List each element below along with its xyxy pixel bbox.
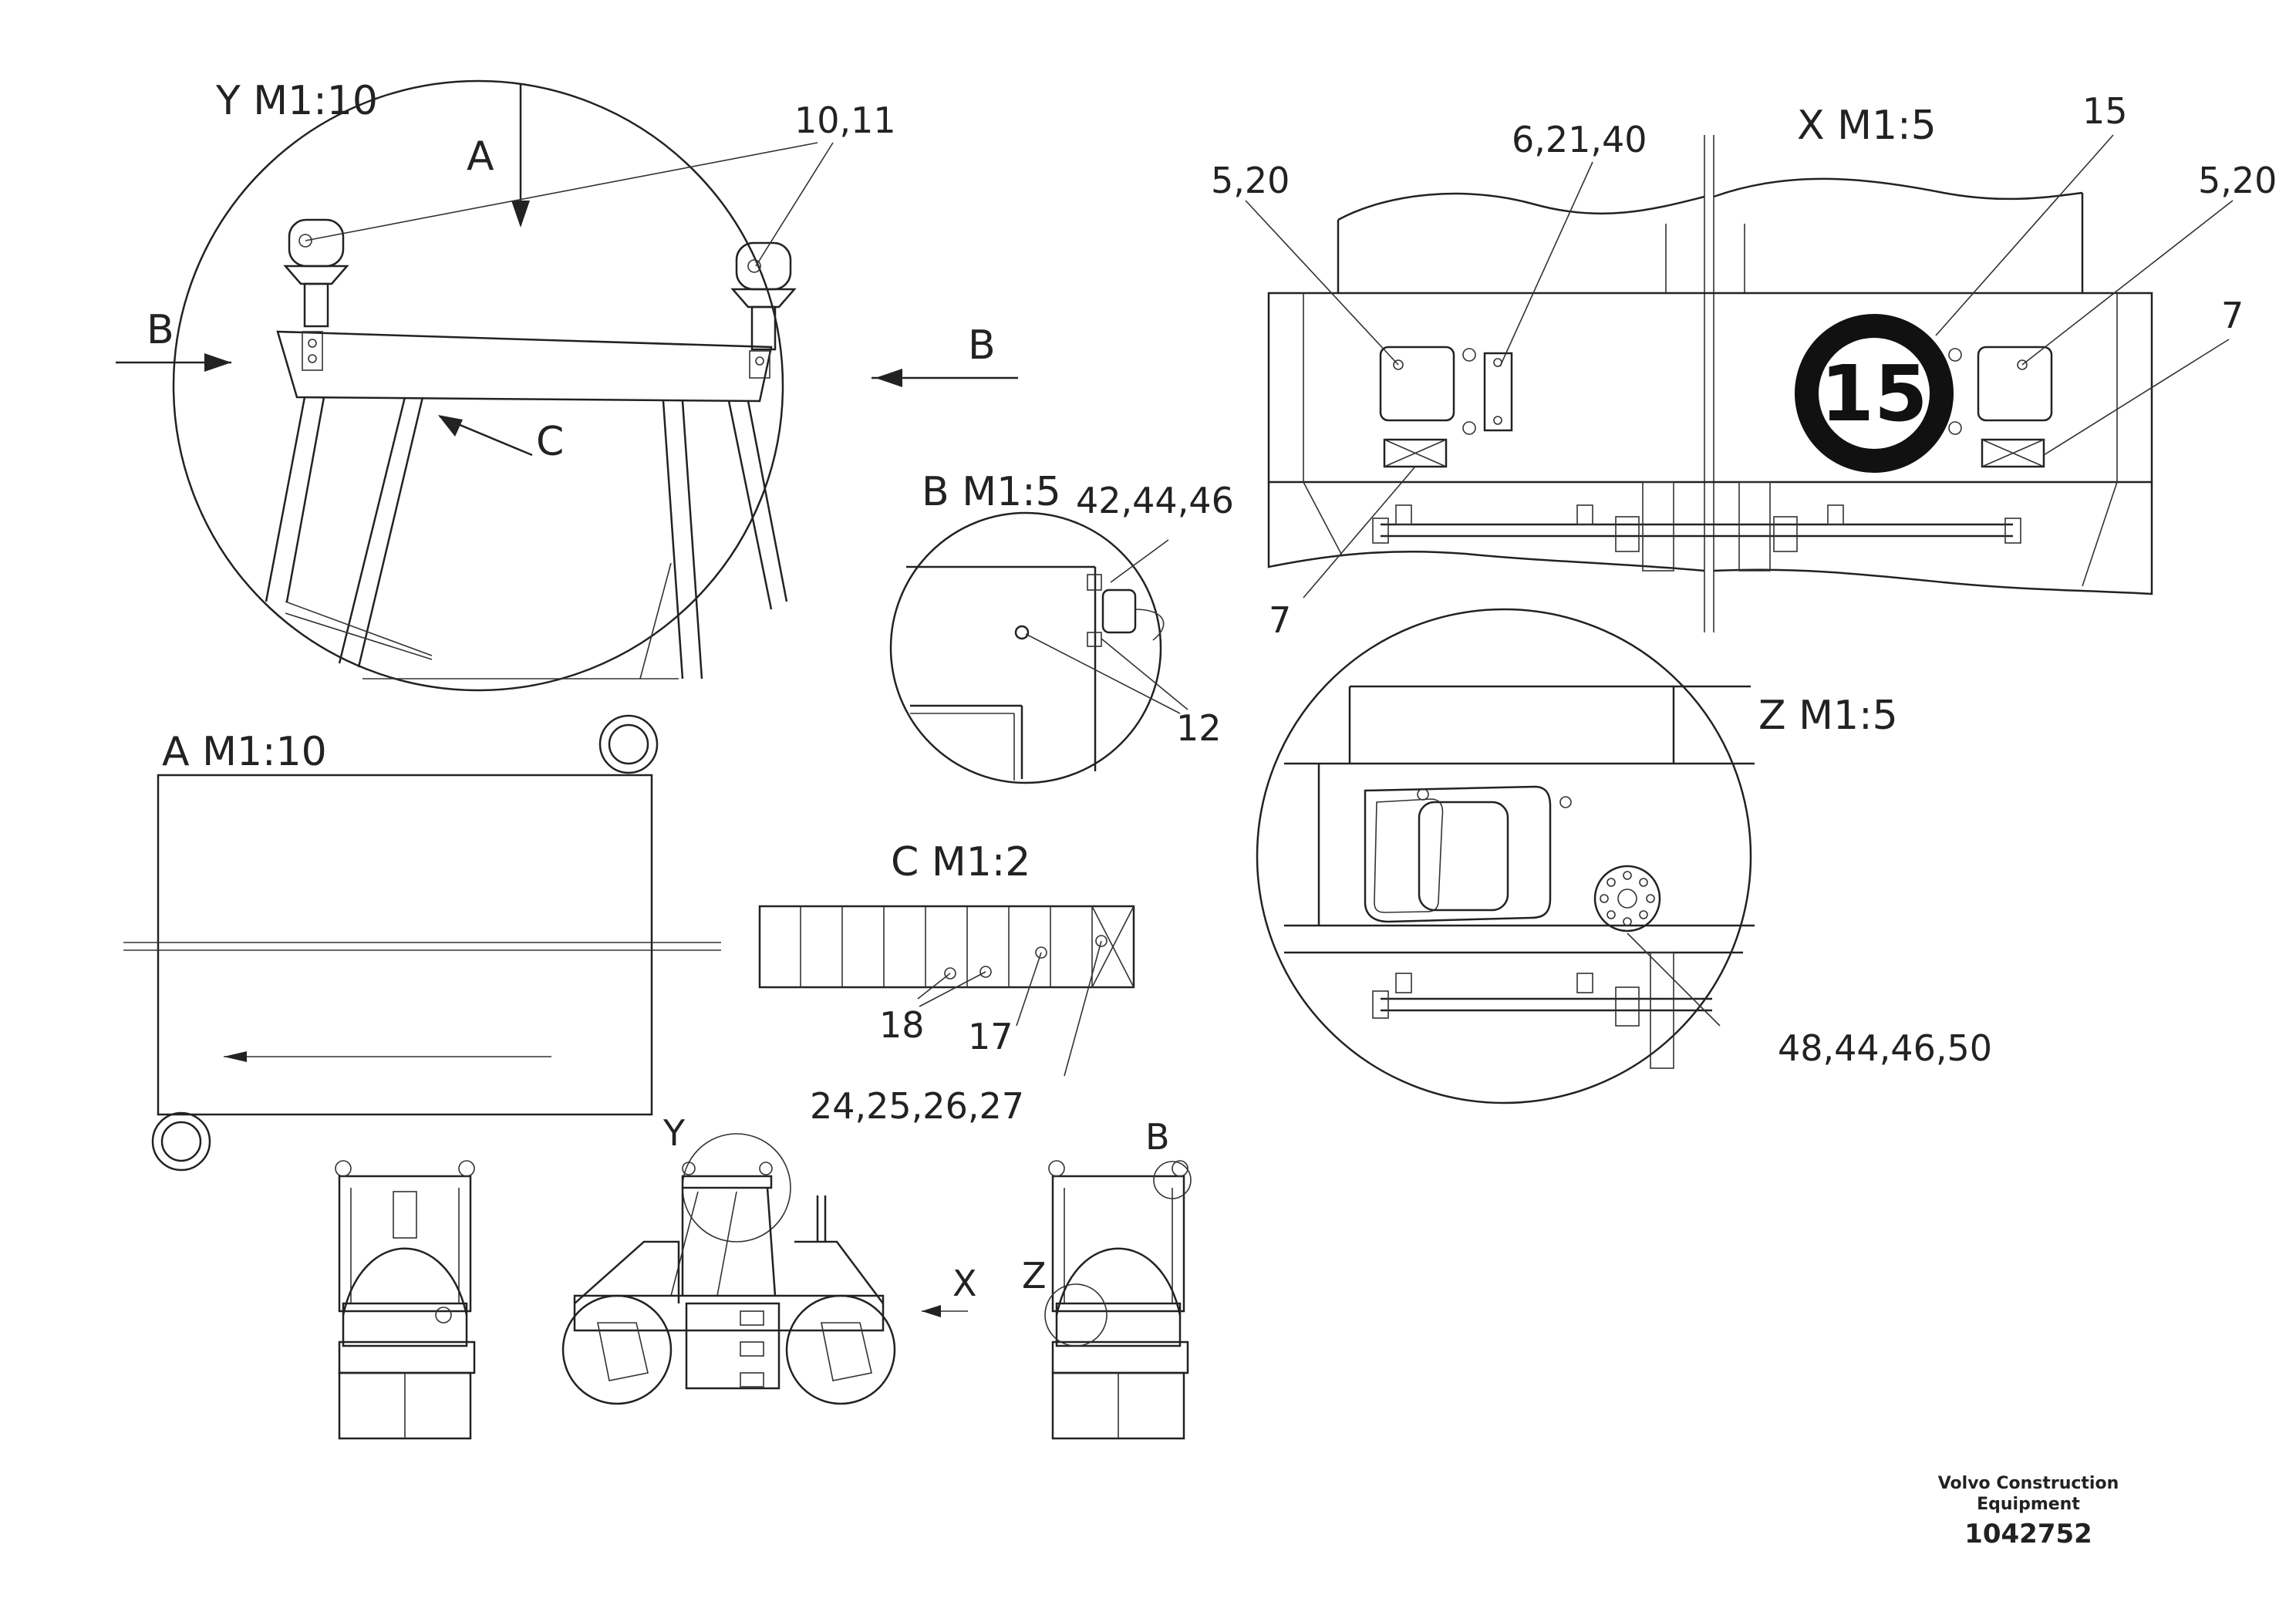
part-label-48-44-46-50: 48,44,46,50 — [1778, 1027, 1992, 1069]
detail-b-circle — [889, 511, 1162, 784]
overview-marker-b: B — [1145, 1116, 1170, 1158]
view-arrow-x-icon — [922, 1305, 941, 1317]
part-label-12: 12 — [1176, 707, 1222, 749]
detail-a-label: A M1:10 — [162, 729, 327, 775]
detail-z-circle — [1256, 608, 1752, 1104]
part-label-15: 15 — [2082, 90, 2128, 132]
part-label-24-25-26-27: 24,25,26,27 — [810, 1085, 1024, 1127]
part-label-6-21-40: 6,21,40 — [1512, 119, 1647, 160]
view-arrow-b-right-icon — [875, 369, 902, 387]
overview-marker-y: Y — [663, 1112, 686, 1154]
detail-y-label: Y M1:10 — [215, 78, 378, 124]
machine-side-view: Y X — [561, 1112, 977, 1405]
detail-a-roof-outline — [157, 774, 653, 1116]
detail-y-circle — [172, 79, 784, 692]
beacon-left-icon — [283, 218, 349, 371]
arrow-label-c: C — [536, 419, 564, 465]
view-arrow-b-left-icon — [204, 353, 231, 372]
speed-sign-value: 15 — [1820, 349, 1927, 439]
arrow-label-b-left: B — [147, 307, 174, 353]
detail-c-label: C M1:2 — [891, 839, 1030, 885]
detail-z-label: Z M1:5 — [1758, 693, 1898, 739]
part-label-10-11: 10,11 — [794, 99, 896, 141]
plate-bracket-icon — [1483, 352, 1513, 432]
machine-front-view — [335, 1160, 476, 1440]
detail-z-view: Z M1:5 — [1256, 608, 1992, 1104]
view-arrow-a-icon — [511, 201, 530, 228]
part-label-7-right: 7 — [2221, 295, 2244, 336]
detail-y-view: Y M1:10 A B B C — [116, 78, 1018, 692]
part-label-5-20-right: 5,20 — [2198, 160, 2277, 201]
part-label-5-20-left: 5,20 — [1211, 160, 1290, 201]
detail-a-view: A M1:10 — [123, 714, 721, 1172]
beacon-right-icon — [730, 241, 797, 379]
detail-b-label: B M1:5 — [922, 469, 1061, 515]
overview-marker-z: Z — [1022, 1255, 1047, 1297]
part-label-7-left: 7 — [1269, 599, 1291, 641]
machine-rear-view: B Z — [1022, 1116, 1192, 1440]
bolt-icon — [1014, 625, 1030, 640]
arrow-label-a: A — [467, 133, 494, 180]
part-label-17: 17 — [968, 1016, 1013, 1057]
connector-socket-icon — [1593, 865, 1661, 932]
decal-strip — [758, 905, 1135, 989]
detail-b-view: B M1:5 42,44,46 12 — [889, 469, 1234, 784]
detail-z-marker-circle — [1044, 1283, 1108, 1347]
detail-x-view: X M1:5 — [1211, 90, 2277, 641]
part-label-42-44-46: 42,44,46 — [1076, 480, 1234, 521]
detail-x-label: X M1:5 — [1797, 103, 1937, 149]
company-name-line1: Volvo Construction — [1938, 1474, 2119, 1493]
detail-b-marker-circle — [1153, 1161, 1192, 1199]
overview-marker-x: X — [952, 1263, 977, 1304]
company-name-line2: Equipment — [1977, 1495, 2080, 1514]
connector-icon — [1101, 588, 1137, 634]
view-arrow-c-icon — [438, 415, 463, 437]
detail-c-view: C M1:2 18 17 24,25,26,27 — [758, 839, 1135, 1127]
rear-panel — [1267, 292, 2153, 484]
document-number: 1042752 — [1964, 1519, 2092, 1549]
speed-limit-sign-icon: 15 — [1795, 314, 1954, 473]
reflector-right-icon — [1981, 438, 2045, 468]
rear-lamp-right-icon — [1977, 346, 2053, 422]
rear-lamp-left-icon — [1379, 346, 1455, 422]
title-block: Volvo Construction Equipment 1042752 — [1938, 1474, 2119, 1549]
work-lamp-icon — [1364, 785, 1552, 923]
part-label-18: 18 — [879, 1004, 925, 1046]
arrow-label-b-right: B — [968, 322, 996, 369]
